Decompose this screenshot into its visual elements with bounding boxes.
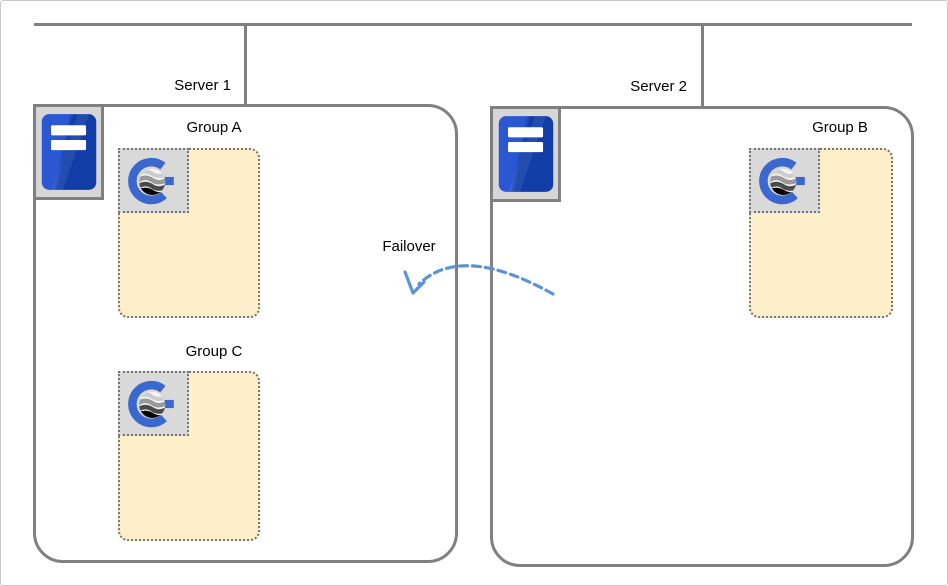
server-tower-icon [496, 111, 556, 197]
server-1-label: Server 1 [174, 77, 231, 94]
server-2-icon-frame [490, 106, 561, 202]
group-b-icon-frame [749, 148, 820, 213]
group-a-icon-frame [118, 148, 189, 213]
group-a-label: Group A [186, 119, 242, 136]
g-globe-app-icon [756, 154, 814, 208]
failover-label: Failover [382, 238, 436, 255]
server-2-label: Server 2 [630, 78, 687, 95]
server-1-icon-frame [33, 104, 104, 200]
network-bus-line [34, 23, 912, 26]
group-b-label: Group B [812, 119, 868, 136]
g-globe-app-icon [125, 154, 183, 208]
server2-drop-line [701, 23, 704, 106]
failover-dashed-arrow [403, 264, 555, 296]
g-globe-app-icon [125, 377, 183, 431]
group-c-icon-frame [118, 371, 189, 436]
server-tower-icon [39, 109, 99, 195]
group-c-label: Group C [185, 343, 243, 360]
server1-drop-line [244, 23, 247, 104]
